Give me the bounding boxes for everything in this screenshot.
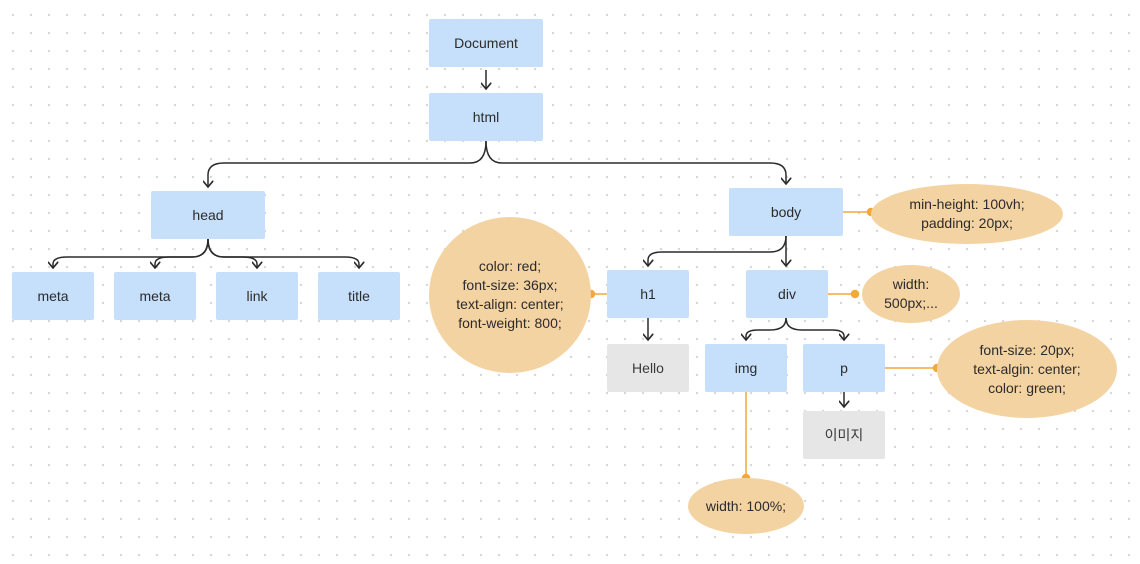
- style-note-h1-text: color: red; font-size: 36px; text-align:…: [456, 258, 564, 331]
- node-meta-2[interactable]: meta: [114, 272, 196, 320]
- edge-head-meta1: [53, 238, 209, 268]
- node-meta-1-label: meta: [37, 288, 69, 304]
- edge-head-link: [207, 238, 257, 268]
- style-note-div-text: width: 500px;...: [884, 276, 938, 311]
- style-note-img-text: width: 100%;: [705, 497, 787, 514]
- style-note-body-text: min-height: 100vh; padding: 20px;: [909, 196, 1025, 231]
- style-note-p-text: font-size: 20px; text-algin: center; col…: [973, 341, 1081, 396]
- node-h1-label: h1: [640, 286, 656, 302]
- node-img-label: img: [734, 360, 758, 376]
- node-link[interactable]: link: [216, 272, 298, 320]
- edge-body-h1: [648, 235, 787, 266]
- node-document-label: Document: [454, 35, 518, 51]
- node-head[interactable]: head: [151, 191, 265, 239]
- style-note-p[interactable]: font-size: 20px; text-algin: center; col…: [937, 320, 1117, 418]
- node-html[interactable]: html: [429, 93, 543, 141]
- edge-head-title: [207, 238, 359, 268]
- node-p-label: p: [840, 360, 848, 376]
- node-head-label: head: [192, 207, 224, 223]
- node-title[interactable]: title: [318, 272, 400, 320]
- node-h1[interactable]: h1: [607, 270, 689, 318]
- edge-head-meta2: [155, 238, 209, 268]
- text-node-hello[interactable]: Hello: [607, 344, 689, 392]
- node-p[interactable]: p: [803, 344, 885, 392]
- edge-html-body: [485, 140, 786, 184]
- text-node-image-label[interactable]: 이미지: [803, 411, 885, 459]
- text-node-hello-label: Hello: [632, 360, 664, 376]
- edge-html-head: [208, 140, 487, 187]
- edge-div-img: [746, 317, 787, 340]
- node-meta-1[interactable]: meta: [12, 272, 94, 320]
- connector-div-dot: [850, 289, 860, 299]
- node-link-label: link: [246, 288, 268, 304]
- node-document[interactable]: Document: [429, 19, 543, 67]
- text-node-image-label-text: 이미지: [824, 427, 864, 443]
- node-body-label: body: [770, 204, 802, 220]
- node-div[interactable]: div: [746, 270, 828, 318]
- node-div-label: div: [778, 286, 796, 302]
- style-note-div[interactable]: width: 500px;...: [862, 265, 960, 323]
- edge-div-p: [785, 317, 844, 340]
- node-meta-2-label: meta: [139, 288, 171, 304]
- style-note-body[interactable]: min-height: 100vh; padding: 20px;: [871, 184, 1063, 244]
- style-note-img[interactable]: width: 100%;: [688, 478, 804, 534]
- style-note-h1[interactable]: color: red; font-size: 36px; text-align:…: [429, 217, 591, 373]
- node-html-label: html: [472, 109, 500, 125]
- node-body[interactable]: body: [729, 188, 843, 236]
- node-img[interactable]: img: [705, 344, 787, 392]
- node-title-label: title: [348, 288, 370, 304]
